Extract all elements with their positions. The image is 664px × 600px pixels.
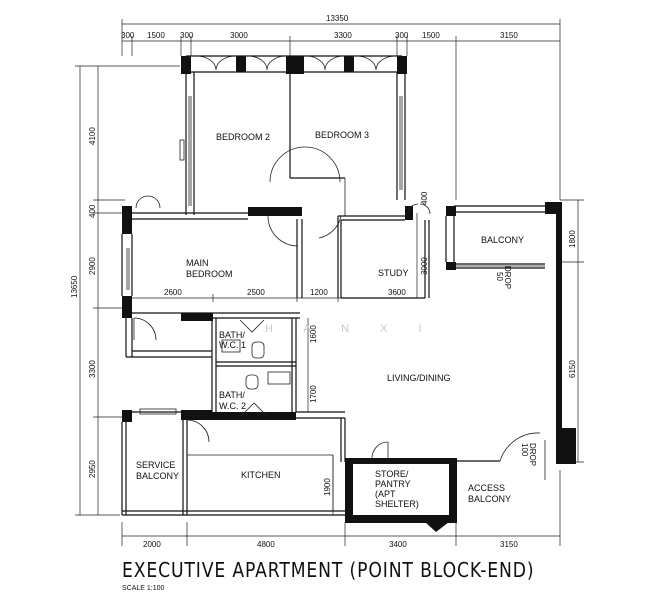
windows-doors	[126, 55, 546, 480]
dim-top-7: 3150	[500, 31, 518, 40]
label-access-balcony-line1: ACCESS	[468, 483, 505, 493]
label-50-drop-line2: DROP	[503, 266, 512, 289]
label-store-line1: STORE/	[375, 469, 409, 479]
label-100-drop-line1: 100	[520, 443, 529, 457]
dim-left-3: 3300	[88, 360, 97, 378]
label-balcony: BALCONY	[481, 235, 524, 245]
dim-top-3: 3000	[230, 31, 248, 40]
dim-left-2: 2900	[88, 257, 97, 275]
label-study: STUDY	[378, 268, 409, 278]
dim-bottom-2: 3400	[389, 540, 407, 549]
label-bedroom-2: BEDROOM 2	[216, 132, 270, 142]
label-store-line3: (APT	[375, 489, 396, 499]
plan-scale: SCALE 1:100	[122, 585, 165, 592]
label-service-balcony-line1: SERVICE	[136, 460, 175, 470]
watermark: H A N X I	[265, 323, 436, 335]
dim-right-1: 6150	[568, 360, 577, 378]
label-kitchen: KITCHEN	[241, 470, 281, 480]
dimension-labels: 13350 300 1500 300 3000 3300 300 1500 31…	[70, 14, 577, 549]
dim-inner-2500: 2500	[247, 288, 265, 297]
dim-inner-1200: 1200	[310, 288, 328, 297]
label-store-line4: SHELTER)	[375, 499, 419, 509]
walls	[121, 55, 576, 532]
label-bath-2-line1: BATH/	[219, 390, 245, 400]
dim-left-4: 2950	[88, 460, 97, 478]
dim-top-2: 300	[180, 31, 194, 40]
label-store-line2: PANTRY	[375, 479, 411, 489]
dim-top-4: 3300	[334, 31, 352, 40]
dim-inner-3600: 3600	[388, 288, 406, 297]
dim-inner-3000: 3000	[420, 257, 429, 275]
dim-right-0: 1800	[568, 230, 577, 248]
dim-inner-1900: 1900	[323, 478, 332, 496]
label-main-bedroom-line2: BEDROOM	[186, 269, 233, 279]
dim-left-1: 400	[88, 204, 97, 218]
label-main-bedroom-line1: MAIN	[186, 258, 209, 268]
dimension-lines	[75, 19, 584, 546]
label-bath-1-line1: BATH/	[219, 330, 245, 340]
dim-inner-1600: 1600	[309, 325, 318, 343]
label-access-balcony-line2: BALCONY	[468, 494, 511, 504]
dim-left-total: 13650	[70, 275, 79, 298]
dim-top-total: 13350	[326, 14, 349, 23]
label-50-drop-line1: 50	[495, 272, 504, 281]
label-bedroom-3: BEDROOM 3	[315, 130, 369, 140]
dim-top-0: 300	[121, 31, 135, 40]
dim-bottom-3: 3150	[500, 540, 518, 549]
dim-bottom-1: 4800	[257, 540, 275, 549]
dim-inner-2600: 2600	[164, 288, 182, 297]
label-100-drop-line2: DROP	[528, 443, 537, 466]
label-bath-2-line2: W.C. 2	[219, 401, 246, 411]
dim-top-1: 1500	[147, 31, 165, 40]
label-bath-1-line2: W.C. 1	[219, 340, 246, 350]
dim-inner-400: 400	[420, 191, 429, 205]
dim-bottom-0: 2000	[143, 540, 161, 549]
dim-inner-1700: 1700	[309, 385, 318, 403]
label-living-dining: LIVING/DINING	[387, 373, 451, 383]
dim-top-6: 1500	[422, 31, 440, 40]
dim-top-5: 300	[395, 31, 409, 40]
room-labels: BEDROOM 2 BEDROOM 3 MAIN BEDROOM STUDY B…	[136, 130, 537, 509]
dim-left-0: 4100	[88, 127, 97, 145]
label-service-balcony-line2: BALCONY	[136, 471, 179, 481]
plan-title: EXECUTIVE APARTMENT (POINT BLOCK-END)	[122, 558, 535, 582]
